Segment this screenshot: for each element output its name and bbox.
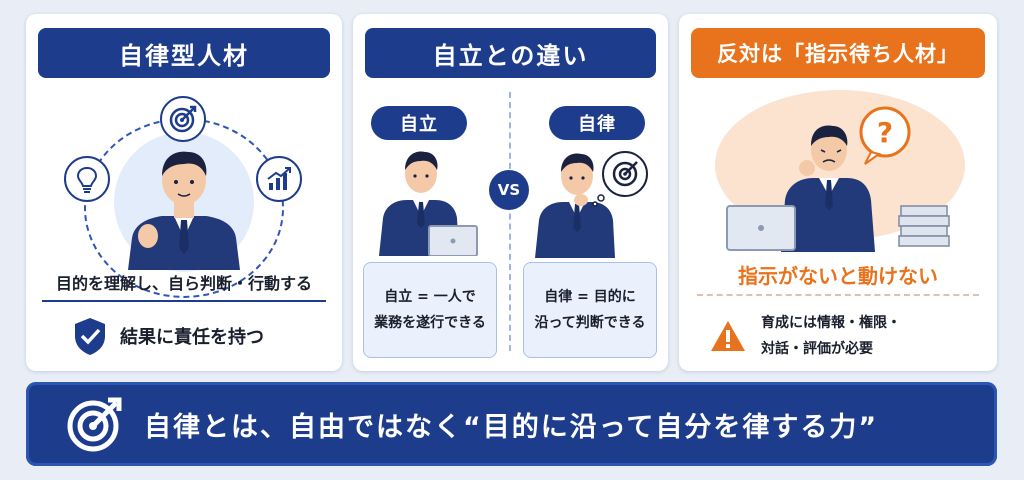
panel1-statement: 目的を理解し、自ら判断・行動する (55, 274, 312, 293)
panel3-title: 反対は「指示待ち人材」 (691, 28, 985, 78)
panel3-warning-text: 育成には情報・権限・ 対話・評価が必要 (761, 310, 901, 362)
independence-def-line2: 業務を遂行できる (374, 315, 486, 331)
growth-chart-icon (256, 156, 302, 202)
panel1-title: 自律型人材 (38, 28, 330, 78)
independence-label: 自立 (371, 106, 467, 140)
summary-banner: 自律とは、自由ではなく“目的に沿って自分を律する力” (26, 382, 997, 466)
independence-def-line1: 自立 = 一人で (384, 289, 476, 305)
question-mark: ? (877, 116, 893, 149)
panel1-divider (42, 300, 326, 302)
panel3-divider (697, 294, 979, 296)
panel1-responsibility-row: 結果に責任を持つ (72, 316, 264, 356)
panel3-headline: 指示がないと動けない (738, 264, 938, 288)
autonomy-label: 自律 (549, 106, 645, 140)
panel-autonomous-talent: 自律型人材 (26, 14, 342, 371)
target-icon (160, 96, 206, 142)
confused-worker-illustration: ? (726, 106, 950, 252)
warning-line1: 育成には情報・権限・ (761, 315, 901, 331)
vs-badge: VS (489, 170, 529, 210)
panel2-title: 自立との違い (365, 28, 656, 78)
target-icon (67, 397, 122, 452)
warning-line2: 対話・評価が必要 (761, 341, 873, 357)
shield-check-icon (75, 318, 105, 355)
summary-text: 自律とは、自由ではなく“目的に沿って自分を律する力” (144, 411, 879, 443)
panel2-divider (509, 92, 511, 351)
panel1-responsibility: 結果に責任を持つ (120, 327, 264, 348)
independence-definition: 自立 = 一人で 業務を遂行できる (363, 262, 497, 358)
panel-difference: 自立との違い 自立 自律 VS 自立 = 一人で 業務を遂行できる (353, 14, 668, 371)
businessman-illustration (128, 151, 240, 270)
panel-waiting-for-instructions: 反対は「指示待ち人材」 ? 指示がないと動けない 育成には情報・権限・ 対話・評… (679, 14, 997, 371)
warning-icon (711, 321, 745, 351)
panel3-warning: 育成には情報・権限・ 対話・評価が必要 (709, 310, 901, 362)
worker-laptop-illustration (379, 151, 478, 256)
thinking-person-illustration (535, 151, 648, 258)
autonomy-definition: 自律 = 目的に 沿って判断できる (523, 262, 657, 358)
autonomy-def-line1: 自律 = 目的に (544, 289, 636, 305)
lightbulb-icon (64, 156, 110, 202)
autonomy-def-line2: 沿って判断できる (534, 315, 646, 331)
